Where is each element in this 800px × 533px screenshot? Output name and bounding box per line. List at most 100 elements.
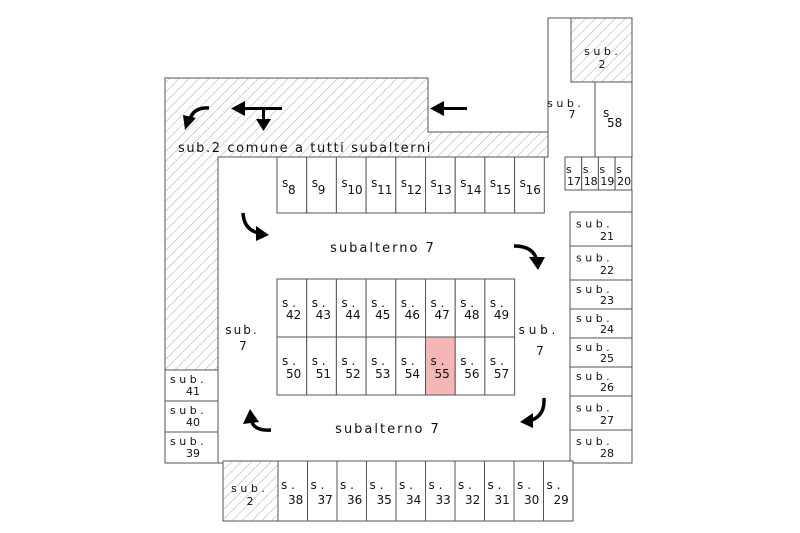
corridor-label-upper-right-num: 7 xyxy=(569,108,576,121)
parking-spot-number: 47 xyxy=(435,308,450,322)
parking-spot-box xyxy=(277,460,308,522)
parking-spot-prefix: s xyxy=(520,176,526,190)
parking-spot-box xyxy=(335,336,367,396)
parking-spot: s u b .23 xyxy=(569,279,633,310)
parking-spot-prefix: s xyxy=(341,176,347,190)
parking-spot-number: 38 xyxy=(288,493,303,507)
parking-spot: s u b .41 xyxy=(164,369,219,402)
parking-spot-box xyxy=(164,431,219,464)
parking-spot: s .43 xyxy=(306,278,337,338)
parking-spot-number: 11 xyxy=(377,183,392,197)
parking-spot: s u b .25 xyxy=(569,337,633,368)
parking-spot-prefix: s . xyxy=(311,478,325,492)
arrow-left-top-band xyxy=(430,101,467,116)
parking-spot-box xyxy=(569,245,633,281)
parking-spot-number: 12 xyxy=(407,183,422,197)
parking-spot-box xyxy=(276,156,308,214)
parking-spot: s .49 xyxy=(484,278,516,338)
parking-spot: s .46 xyxy=(395,278,426,338)
parking-spot-number: 24 xyxy=(600,323,614,336)
parking-spot-prefix: s . xyxy=(458,478,472,492)
parking-spot-prefix: s xyxy=(282,176,288,190)
corridor-label-upper-right-prefix: s u b . xyxy=(547,97,581,110)
parking-spot-number: 29 xyxy=(554,493,569,507)
parking-spot-prefix: s . xyxy=(340,478,354,492)
parking-spot: s u b .27 xyxy=(569,395,633,431)
parking-spot: s .55 xyxy=(425,336,456,396)
parking-spot-number: 52 xyxy=(345,367,360,381)
parking-spot-box xyxy=(484,278,516,338)
parking-spot-box xyxy=(365,278,397,338)
parking-spot: s .56 xyxy=(454,336,486,396)
parking-spot-number: 39 xyxy=(186,447,200,460)
parking-spot-prefix: s . xyxy=(341,354,355,368)
parking-spot-number: 9 xyxy=(318,183,326,197)
parking-spot-prefix: s xyxy=(371,176,377,190)
parking-spot-prefix: s u b . xyxy=(576,370,610,383)
parking-spot: s .42 xyxy=(276,278,308,338)
parking-spot-prefix: s . xyxy=(371,296,385,310)
parking-spot-box xyxy=(365,336,397,396)
parking-spot-prefix: s . xyxy=(401,296,415,310)
parking-spot-prefix: s . xyxy=(488,478,502,492)
spot-58-num: 58 xyxy=(607,116,622,130)
parking-spot-prefix: s u b . xyxy=(170,404,204,417)
parking-spot-box xyxy=(569,279,633,310)
parking-spot-prefix: s . xyxy=(429,478,443,492)
parking-spot-prefix: s . xyxy=(370,478,384,492)
corridor-label-bottom: subalterno 7 xyxy=(335,422,441,437)
parking-spot-number: 36 xyxy=(347,493,362,507)
parking-spot-box xyxy=(543,460,574,522)
parking-spot-number: 26 xyxy=(600,381,614,394)
parking-spot-box xyxy=(569,395,633,431)
parking-spot-number: 10 xyxy=(347,183,362,197)
parking-spot-prefix: s u b . xyxy=(576,312,610,325)
sub2-bottom-left-prefix: s u b . xyxy=(231,482,265,495)
parking-spot-number: 18 xyxy=(584,175,598,188)
arrow-curved-top-left xyxy=(183,106,210,130)
parking-spot: s .29 xyxy=(543,460,574,522)
parking-spot-number: 32 xyxy=(465,493,480,507)
parking-spot-box xyxy=(425,156,456,214)
parking-spot-highlighted-box xyxy=(425,336,456,396)
sub2-bottom-left-hatched xyxy=(222,460,279,522)
corridor-label-left-prefix: sub. xyxy=(225,323,258,337)
parking-spot-prefix: s . xyxy=(371,354,385,368)
parking-spot-prefix: s xyxy=(460,176,466,190)
parking-spot-prefix: s xyxy=(490,176,496,190)
parking-spot-number: 21 xyxy=(600,230,614,243)
parking-spot: s .34 xyxy=(395,460,426,522)
parking-spot-box xyxy=(484,156,516,214)
parking-spot-box xyxy=(366,460,397,522)
parking-spot-number: 8 xyxy=(288,183,296,197)
arrow-curved-down-right xyxy=(513,244,545,270)
parking-spot-box xyxy=(569,366,633,397)
parking-spot-number: 45 xyxy=(375,308,390,322)
parking-spot-box xyxy=(395,336,426,396)
parking-spot: s .30 xyxy=(513,460,544,522)
parking-spot-number: 14 xyxy=(466,183,481,197)
parking-spot-number: 57 xyxy=(494,367,509,381)
parking-spot-prefix: s u b . xyxy=(170,435,204,448)
bottom-row-spots: s .38s .37s .36s .35s .34s .33s .32s .31… xyxy=(277,460,574,522)
parking-spot-prefix: s . xyxy=(460,354,474,368)
parking-spot-prefix: s xyxy=(312,176,318,190)
sub2-top-right-prefix: s u b . xyxy=(584,45,618,58)
parking-spot-box xyxy=(454,460,485,522)
parking-spot-number: 53 xyxy=(375,367,390,381)
parking-spot-box xyxy=(569,429,633,464)
parking-spot: s .51 xyxy=(306,336,337,396)
parking-spot-box xyxy=(514,156,545,214)
corridor-label-right-num: 7 xyxy=(536,344,544,358)
arrow-curved-down-left xyxy=(241,212,269,241)
arrow-curved-bottom-right xyxy=(520,397,546,428)
parking-spot-number: 27 xyxy=(600,414,614,427)
sub2-top-right-num: 2 xyxy=(599,58,606,71)
parking-spot-number: 42 xyxy=(286,308,301,322)
parking-spot-prefix: s xyxy=(431,176,437,190)
right-column-spots: s u b .21s u b .22s u b .23s u b .24s u … xyxy=(569,211,633,464)
parking-spot: s .33 xyxy=(425,460,456,522)
